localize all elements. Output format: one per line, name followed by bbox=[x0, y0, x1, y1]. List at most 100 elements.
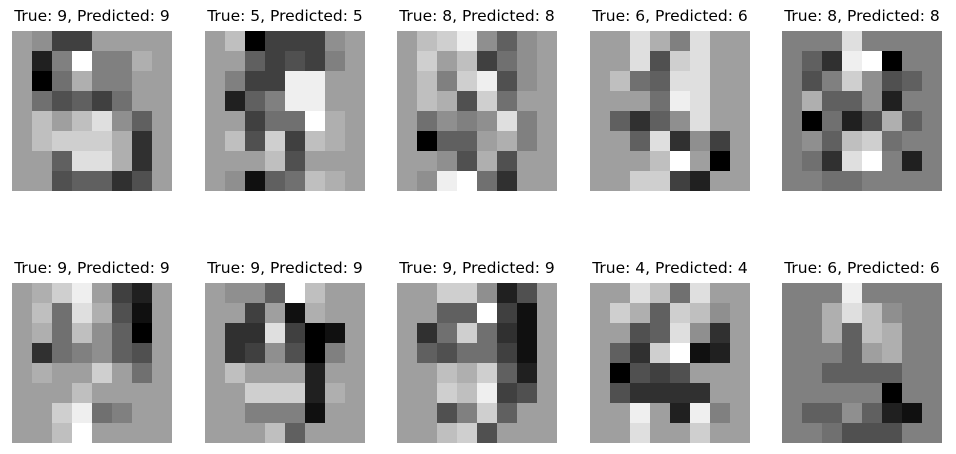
panel-title: True: 9, Predicted: 9 bbox=[207, 259, 363, 277]
pixel-cell bbox=[245, 283, 266, 304]
pixel-cell bbox=[610, 151, 631, 172]
pixel-cell bbox=[397, 343, 418, 364]
pixel-cell bbox=[32, 111, 53, 132]
pixel-cell bbox=[882, 151, 903, 172]
pixel-cell bbox=[922, 283, 942, 304]
pixel-cell bbox=[325, 51, 346, 72]
pixel-cell bbox=[497, 171, 518, 191]
pixel-cell bbox=[590, 423, 611, 443]
pixel-cell bbox=[630, 403, 651, 424]
pixel-cell bbox=[670, 111, 691, 132]
pixel-cell bbox=[922, 131, 942, 152]
pixel-cell bbox=[670, 403, 691, 424]
pixel-cell bbox=[842, 363, 863, 384]
pixel-cell bbox=[32, 383, 53, 404]
pixel-cell bbox=[72, 423, 93, 443]
pixel-cell bbox=[710, 171, 731, 191]
pixel-cell bbox=[517, 363, 538, 384]
pixel-cell bbox=[132, 283, 153, 304]
pixel-cell bbox=[477, 171, 498, 191]
pixel-cell bbox=[782, 363, 803, 384]
pixel-cell bbox=[437, 51, 458, 72]
pixel-cell bbox=[325, 91, 346, 112]
pixel-cell bbox=[245, 131, 266, 152]
pixel-cell bbox=[205, 71, 226, 92]
pixel-cell bbox=[882, 131, 903, 152]
pixel-cell bbox=[72, 131, 93, 152]
pixel-cell bbox=[72, 71, 93, 92]
pixel-cell bbox=[205, 403, 226, 424]
pixel-cell bbox=[477, 303, 498, 324]
pixel-cell bbox=[710, 131, 731, 152]
digit-image bbox=[782, 283, 942, 443]
pixel-cell bbox=[650, 31, 671, 52]
pixel-cell bbox=[882, 171, 903, 191]
pixel-cell bbox=[285, 171, 306, 191]
pixel-cell bbox=[902, 151, 923, 172]
pixel-cell bbox=[397, 151, 418, 172]
pixel-cell bbox=[72, 383, 93, 404]
panel-title: True: 6, Predicted: 6 bbox=[592, 7, 748, 25]
digit-image bbox=[205, 31, 365, 191]
pixel-cell bbox=[802, 51, 823, 72]
pixel-cell bbox=[670, 131, 691, 152]
pixel-cell bbox=[72, 303, 93, 324]
pixel-cell bbox=[245, 151, 266, 172]
pixel-cell bbox=[497, 423, 518, 443]
pixel-cell bbox=[305, 71, 326, 92]
pixel-cell bbox=[670, 151, 691, 172]
pixel-cell bbox=[72, 111, 93, 132]
pixel-cell bbox=[265, 303, 286, 324]
pixel-cell bbox=[822, 323, 843, 344]
pixel-cell bbox=[822, 31, 843, 52]
pixel-cell bbox=[245, 363, 266, 384]
pixel-cell bbox=[72, 151, 93, 172]
pixel-cell bbox=[650, 383, 671, 404]
pixel-cell bbox=[670, 51, 691, 72]
pixel-cell bbox=[497, 383, 518, 404]
pixel-cell bbox=[610, 423, 631, 443]
pixel-cell bbox=[152, 51, 172, 72]
pixel-cell bbox=[517, 151, 538, 172]
pixel-cell bbox=[417, 31, 438, 52]
pixel-cell bbox=[782, 283, 803, 304]
pixel-cell bbox=[52, 31, 73, 52]
pixel-cell bbox=[822, 131, 843, 152]
pixel-cell bbox=[32, 91, 53, 112]
pixel-cell bbox=[152, 343, 172, 364]
pixel-cell bbox=[245, 403, 266, 424]
pixel-cell bbox=[305, 303, 326, 324]
digit-image bbox=[12, 31, 172, 191]
pixel-cell bbox=[32, 343, 53, 364]
pixel-cell bbox=[92, 423, 113, 443]
digit-image bbox=[397, 283, 557, 443]
pixel-cell bbox=[72, 403, 93, 424]
pixel-cell bbox=[517, 111, 538, 132]
pixel-cell bbox=[132, 403, 153, 424]
pixel-cell bbox=[497, 283, 518, 304]
pixel-cell bbox=[862, 131, 883, 152]
pixel-cell bbox=[537, 423, 557, 443]
pixel-cell bbox=[782, 131, 803, 152]
pixel-cell bbox=[285, 403, 306, 424]
pixel-cell bbox=[112, 383, 133, 404]
pixel-cell bbox=[345, 403, 365, 424]
pixel-cell bbox=[922, 423, 942, 443]
pixel-cell bbox=[497, 363, 518, 384]
pixel-cell bbox=[630, 51, 651, 72]
digit-panel: True: 9, Predicted: 9 bbox=[396, 258, 558, 443]
pixel-cell bbox=[205, 283, 226, 304]
pixel-cell bbox=[457, 151, 478, 172]
pixel-cell bbox=[862, 71, 883, 92]
pixel-cell bbox=[437, 303, 458, 324]
pixel-cell bbox=[345, 363, 365, 384]
pixel-cell bbox=[112, 363, 133, 384]
pixel-cell bbox=[205, 151, 226, 172]
pixel-cell bbox=[862, 383, 883, 404]
pixel-cell bbox=[517, 91, 538, 112]
pixel-cell bbox=[882, 303, 903, 324]
pixel-cell bbox=[397, 71, 418, 92]
panel-title: True: 4, Predicted: 4 bbox=[592, 259, 748, 277]
digit-panel: True: 4, Predicted: 4 bbox=[589, 258, 751, 443]
pixel-cell bbox=[802, 343, 823, 364]
